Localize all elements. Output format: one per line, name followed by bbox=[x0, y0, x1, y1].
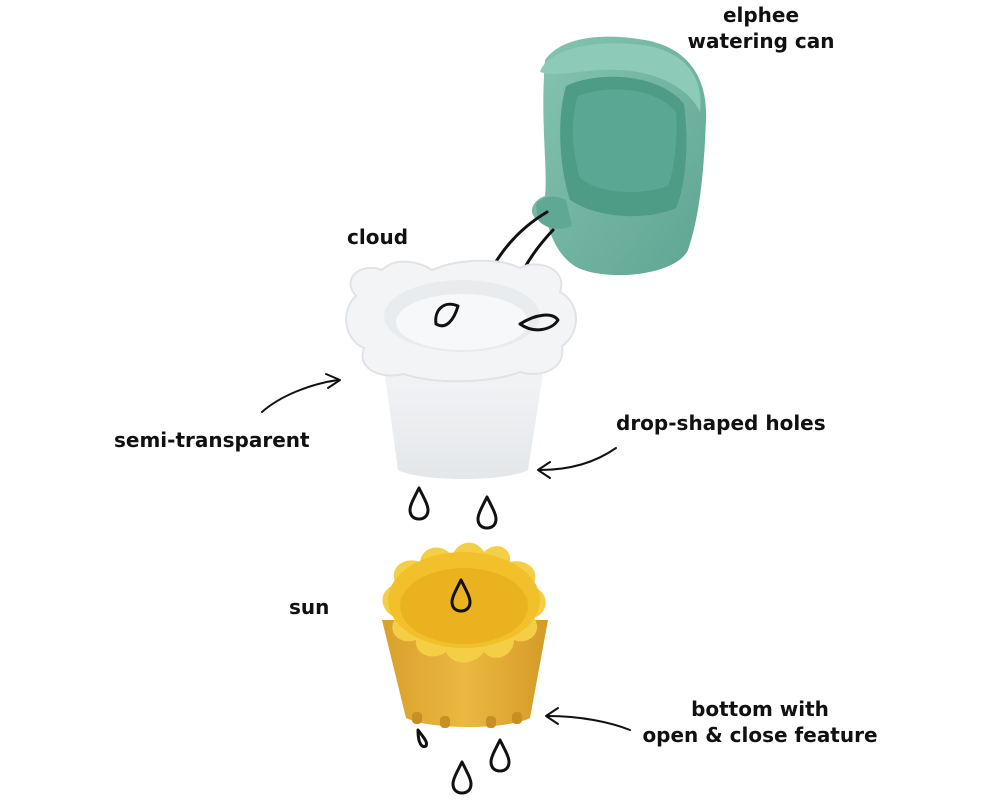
drop-holes-label: drop-shaped holes bbox=[616, 411, 826, 435]
falling-drops-sun bbox=[416, 728, 511, 795]
bottom-feature-label: bottom with open & close feature bbox=[640, 696, 880, 748]
sun-label: sun bbox=[289, 595, 330, 619]
semi-transparent-label: semi-transparent bbox=[114, 428, 310, 452]
watering-can bbox=[531, 36, 707, 276]
annotation-arrows bbox=[261, 373, 631, 731]
watering-can-label-line-2: watering can bbox=[687, 29, 835, 53]
bottom-feature-label-line-2: open & close feature bbox=[642, 723, 878, 747]
bottom-feature-label-line-1: bottom with bbox=[691, 697, 829, 721]
watering-can-label: elphee watering can bbox=[686, 2, 836, 54]
watering-can-label-line-1: elphee bbox=[722, 3, 800, 27]
cloud-label: cloud bbox=[347, 225, 409, 249]
cloud-cup bbox=[345, 259, 577, 479]
sun-inner-drop bbox=[450, 578, 472, 613]
falling-drops-cloud bbox=[408, 486, 498, 530]
splash-drops bbox=[434, 302, 560, 332]
sun-cup bbox=[382, 542, 548, 728]
